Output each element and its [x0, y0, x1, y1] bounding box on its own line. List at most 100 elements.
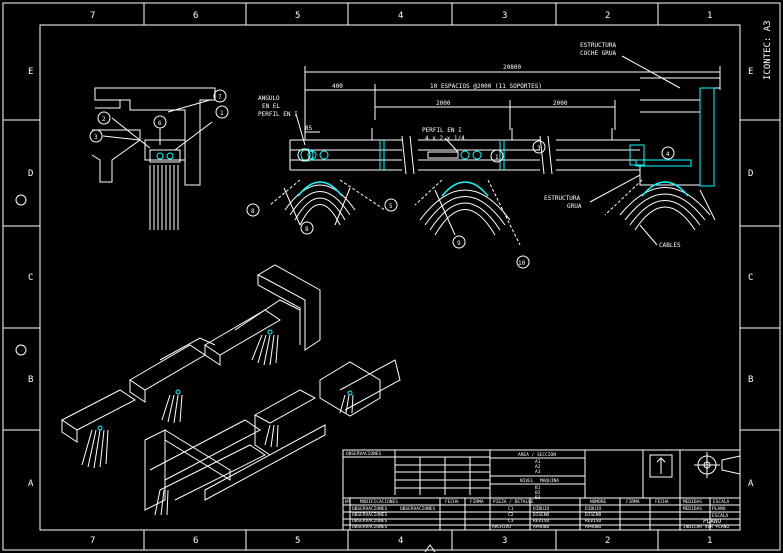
svg-text:ESTRUCTURA: ESTRUCTURA	[544, 195, 581, 202]
elevation-callouts: 1 3 4 8 8 5 9 10	[246, 140, 675, 269]
row-label: E	[748, 67, 753, 77]
punch-hole	[15, 194, 27, 206]
col-label: 3	[502, 536, 507, 546]
svg-text:B3: B3	[535, 495, 541, 501]
svg-text:FECHA: FECHA	[655, 499, 669, 505]
cable-saddle-cyan	[297, 181, 689, 197]
col-label: 2	[605, 11, 610, 21]
dim-left: 400	[332, 83, 343, 90]
svg-text:3: 3	[94, 134, 98, 141]
beam-cyan	[300, 87, 715, 187]
dim-span-a: 2000	[436, 100, 451, 107]
svg-text:AREA / SECCION: AREA / SECCION	[518, 452, 556, 458]
column-labels: 7 6 5 4 3 2 1 7 6 5 4 3 2 1	[90, 11, 712, 546]
dim-small: 85	[305, 125, 313, 132]
svg-text:DIBUJO: DIBUJO	[585, 506, 602, 512]
svg-text:GRUA: GRUA	[567, 203, 582, 210]
svg-text:FECHA: FECHA	[445, 499, 459, 505]
dim-spacing: 10 ESPACIOS @2000 (11 SOPORTES)	[430, 83, 542, 90]
title-block-text: OBSERVACIONES AREA / SECCION A1 A2 A3 NI…	[345, 451, 730, 530]
row-label: D	[748, 169, 753, 179]
svg-text:B2: B2	[535, 490, 541, 496]
column-ticks	[3, 3, 780, 550]
svg-text:OBSERVACIONES: OBSERVACIONES	[352, 518, 388, 524]
svg-text:7: 7	[218, 94, 222, 101]
svg-text:MEDIDAS: MEDIDAS	[683, 499, 702, 505]
row-label: E	[28, 67, 33, 77]
svg-text:6: 6	[158, 120, 162, 127]
svg-text:PIEZA / DETALLE: PIEZA / DETALLE	[493, 499, 534, 505]
svg-text:REVISO: REVISO	[585, 518, 602, 524]
leader-lines	[295, 55, 681, 246]
iso-cyan	[97, 329, 353, 431]
svg-text:INDICAR VER PLANO: INDICAR VER PLANO	[683, 524, 729, 530]
svg-text:ANGULO: ANGULO	[258, 95, 280, 102]
col-label: 3	[502, 11, 507, 21]
row-label: B	[28, 375, 33, 385]
svg-text:OBSERVACIONES: OBSERVACIONES	[346, 451, 382, 457]
svg-text:5: 5	[389, 203, 393, 210]
svg-text:8: 8	[305, 226, 309, 233]
svg-text:FIRMA: FIRMA	[470, 499, 484, 505]
svg-text:4: 4	[666, 151, 670, 158]
svg-text:ESCALA: ESCALA	[712, 513, 729, 519]
svg-text:APROBO: APROBO	[533, 524, 550, 530]
row-label: A	[748, 479, 754, 489]
svg-text:C2: C2	[508, 512, 514, 518]
svg-text:OBSERVACIONES: OBSERVACIONES	[352, 506, 388, 512]
col-label: 1	[707, 11, 712, 21]
svg-text:DIBUJO: DIBUJO	[533, 506, 550, 512]
svg-text:ARCHIVO: ARCHIVO	[492, 524, 511, 530]
svg-text:NIVEL: NIVEL	[520, 478, 534, 484]
title-block	[342, 449, 741, 531]
warning-icon	[424, 544, 436, 553]
svg-text:A2: A2	[535, 464, 541, 470]
col-label: 1	[707, 536, 712, 546]
svg-text:10: 10	[518, 260, 526, 267]
svg-text:2: 2	[102, 116, 106, 123]
svg-text:ESCALA: ESCALA	[713, 499, 730, 505]
svg-text:APROBO: APROBO	[585, 524, 602, 530]
punch-hole	[15, 344, 27, 356]
projection-symbol	[694, 452, 741, 478]
svg-text:COCHE GRUA: COCHE GRUA	[580, 50, 617, 57]
svg-text:1: 1	[220, 110, 224, 117]
col-label: 4	[398, 536, 403, 546]
iso-cables	[81, 334, 354, 516]
cable-chains	[269, 179, 643, 246]
svg-text:CABLES: CABLES	[659, 242, 681, 249]
svg-text:MEDIDAS: MEDIDAS	[683, 506, 702, 512]
icontec-label: ICONTEC: A3	[763, 20, 773, 80]
svg-text:OBSERVACIONES: OBSERVACIONES	[400, 506, 436, 512]
svg-text:PERFIL EN I: PERFIL EN I	[258, 111, 298, 118]
col-label: 5	[295, 11, 300, 21]
col-label: 4	[398, 11, 403, 21]
svg-text:8: 8	[251, 208, 255, 215]
row-label: A	[28, 479, 34, 489]
isometric-views	[61, 264, 401, 511]
trolley-bars	[371, 128, 613, 159]
svg-text:Nº: Nº	[345, 499, 351, 505]
svg-text:OBSERVACIONES: OBSERVACIONES	[352, 524, 388, 530]
row-label: B	[748, 375, 753, 385]
row-label: C	[28, 273, 33, 283]
svg-text:ESTRUCTURA: ESTRUCTURA	[580, 42, 617, 49]
col-label: 6	[193, 11, 198, 21]
svg-text:MAQUINA: MAQUINA	[540, 478, 559, 484]
row-labels: E D C B A E D C B A	[28, 67, 754, 489]
svg-text:PLANO: PLANO	[712, 506, 726, 512]
dim-overall: 20800	[503, 64, 521, 71]
col-label: 7	[90, 536, 95, 546]
svg-text:REVISO: REVISO	[533, 518, 550, 524]
row-label: C	[748, 273, 753, 283]
detail-callouts: 7 1 3 2 6	[89, 89, 229, 143]
svg-text:DISEÑO: DISEÑO	[533, 511, 550, 518]
north-arrow-icon	[649, 454, 673, 478]
svg-text:EN EL: EN EL	[262, 103, 280, 110]
svg-text:C1: C1	[508, 506, 514, 512]
cable-saddles	[284, 184, 711, 236]
col-label: 6	[193, 536, 198, 546]
svg-text:FIRMA: FIRMA	[626, 499, 640, 505]
